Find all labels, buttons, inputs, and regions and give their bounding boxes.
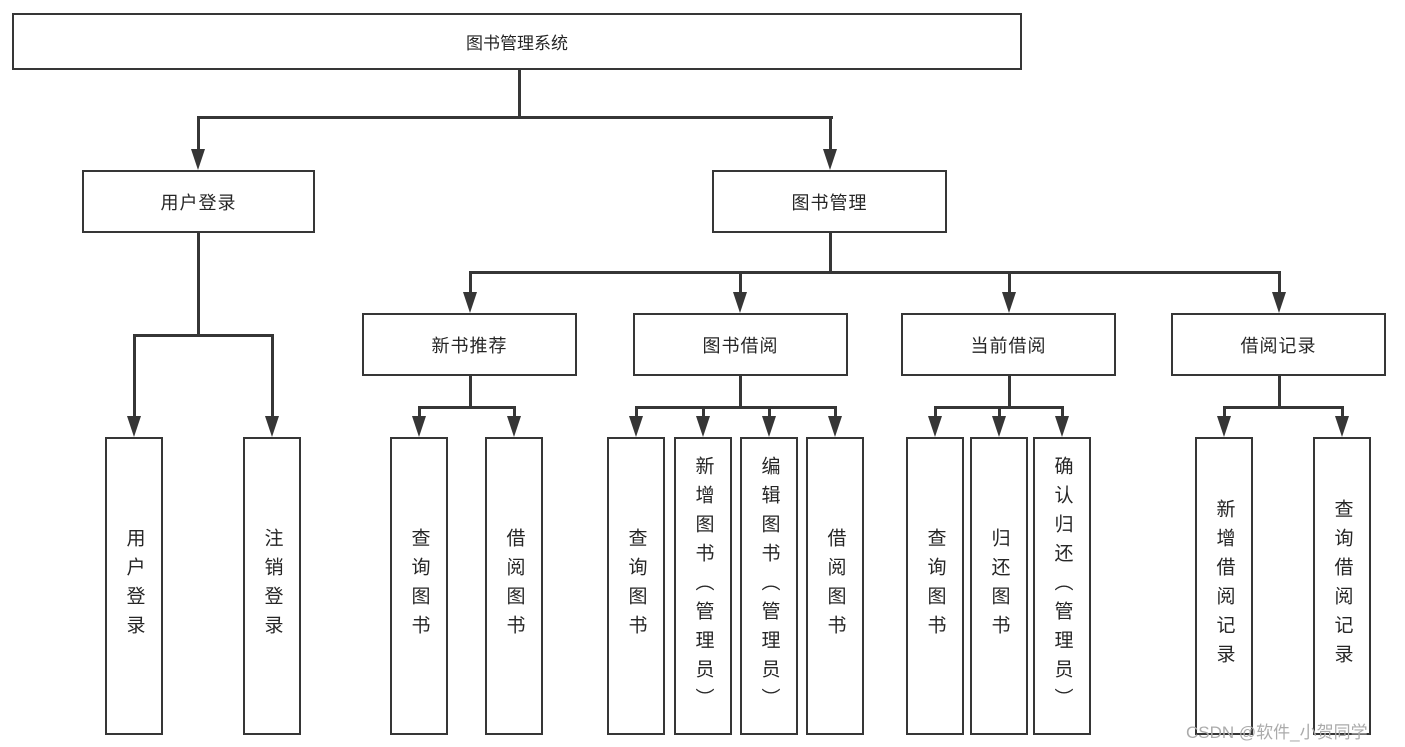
connector-drop: [634, 407, 638, 421]
leaf-user-login: 用户登录: [105, 437, 163, 735]
connector-borrowing-stem: [738, 376, 742, 407]
connector-drop: [417, 407, 421, 421]
connector-drop: [512, 407, 516, 421]
connector-records-bar: [1222, 405, 1344, 409]
arrowhead-down-icon: [928, 416, 942, 437]
node-label: 查询图书: [924, 528, 946, 644]
node-label: 新增图书（管理员）: [692, 455, 714, 717]
connector-drop: [1060, 407, 1064, 421]
arrowhead-down-icon: [1217, 416, 1231, 437]
connector-drop: [828, 117, 832, 153]
arrowhead-down-icon: [412, 416, 426, 437]
node-label: 新增借阅记录: [1213, 499, 1235, 673]
connector-recommendation-bar: [417, 405, 516, 409]
arrowhead-down-icon: [191, 149, 205, 170]
arrowhead-down-icon: [733, 292, 747, 313]
leaf-query-borrow-record: 查询借阅记录: [1313, 437, 1371, 735]
connector-drop: [767, 407, 771, 421]
node-user-login: 用户登录: [82, 170, 315, 233]
connector-drop: [270, 335, 274, 421]
arrowhead-down-icon: [1272, 292, 1286, 313]
node-label: 用户登录: [123, 528, 145, 644]
node-label: 当前借阅: [970, 335, 1047, 356]
connector-drop: [933, 407, 937, 421]
node-label: 查询借阅记录: [1331, 499, 1353, 673]
leaf-confirm-return-admin: 确认归还（管理员）: [1033, 437, 1091, 735]
node-current-borrowing: 当前借阅: [901, 313, 1116, 376]
connector-root-stem: [517, 70, 521, 118]
leaf-return-books: 归还图书: [970, 437, 1028, 735]
connector-drop: [1007, 272, 1011, 294]
node-label: 注销登录: [261, 528, 283, 644]
arrowhead-down-icon: [629, 416, 643, 437]
leaf-query-books-3: 查询图书: [906, 437, 964, 735]
arrowhead-down-icon: [828, 416, 842, 437]
leaf-edit-books-admin: 编辑图书（管理员）: [740, 437, 798, 735]
leaf-add-books-admin: 新增图书（管理员）: [674, 437, 732, 735]
arrowhead-down-icon: [1335, 416, 1349, 437]
node-borrowing-records: 借阅记录: [1171, 313, 1386, 376]
arrowhead-down-icon: [1002, 292, 1016, 313]
node-label: 查询图书: [408, 528, 430, 644]
node-label: 借阅记录: [1240, 335, 1317, 356]
leaf-borrow-books-1: 借阅图书: [485, 437, 543, 735]
connector-current-stem: [1007, 376, 1011, 407]
arrowhead-down-icon: [992, 416, 1006, 437]
leaf-add-borrow-record: 新增借阅记录: [1195, 437, 1253, 735]
connector-recommendation-stem: [468, 376, 472, 407]
node-book-borrowing: 图书借阅: [633, 313, 848, 376]
connector-drop: [196, 117, 200, 153]
node-label: 图书管理系统: [466, 34, 568, 53]
node-label: 图书管理: [791, 192, 868, 213]
connector-drop: [997, 407, 1001, 421]
leaf-borrow-books-2: 借阅图书: [806, 437, 864, 735]
leaf-query-books-2: 查询图书: [607, 437, 665, 735]
arrowhead-down-icon: [823, 149, 837, 170]
node-label: 确认归还（管理员）: [1051, 455, 1073, 717]
connector-user-login-bar: [132, 333, 274, 337]
connector-drop: [468, 272, 472, 294]
arrowhead-down-icon: [507, 416, 521, 437]
connector-drop: [1222, 407, 1226, 421]
connector-book-management-stem: [828, 233, 832, 272]
connector-drop: [701, 407, 705, 421]
arrowhead-down-icon: [265, 416, 279, 437]
node-label: 新书推荐: [431, 335, 508, 356]
connector-root-bar: [196, 115, 833, 119]
connector-book-management-bar: [468, 270, 1281, 274]
node-new-book-recommendation: 新书推荐: [362, 313, 577, 376]
node-label: 归还图书: [988, 528, 1010, 644]
connector-borrowing-bar: [634, 405, 837, 409]
arrowhead-down-icon: [696, 416, 710, 437]
arrowhead-down-icon: [463, 292, 477, 313]
arrowhead-down-icon: [127, 416, 141, 437]
connector-drop: [833, 407, 837, 421]
arrowhead-down-icon: [1055, 416, 1069, 437]
connector-user-login-stem: [196, 233, 200, 336]
node-label: 借阅图书: [503, 528, 525, 644]
connector-records-stem: [1277, 376, 1281, 407]
node-book-management: 图书管理: [712, 170, 947, 233]
node-label: 编辑图书（管理员）: [758, 455, 780, 717]
node-label: 查询图书: [625, 528, 647, 644]
arrowhead-down-icon: [762, 416, 776, 437]
node-label: 图书借阅: [702, 335, 779, 356]
connector-drop: [132, 335, 136, 421]
csdn-watermark: CSDN @软件_小贺同学: [1186, 723, 1368, 742]
connector-drop: [1277, 272, 1281, 294]
leaf-query-books-1: 查询图书: [390, 437, 448, 735]
leaf-logout: 注销登录: [243, 437, 301, 735]
node-label: 用户登录: [160, 192, 237, 213]
connector-drop: [738, 272, 742, 294]
connector-drop: [1340, 407, 1344, 421]
node-label: 借阅图书: [824, 528, 846, 644]
node-library-management-system: 图书管理系统: [12, 13, 1022, 70]
